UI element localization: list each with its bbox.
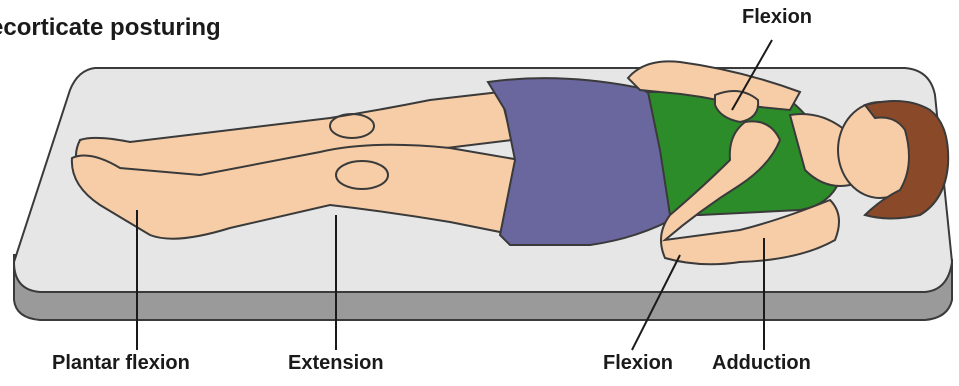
label-flexion-top: Flexion — [742, 6, 812, 29]
label-plantar-flexion: Plantar flexion — [52, 352, 190, 375]
label-adduction: Adduction — [712, 352, 811, 375]
label-flexion-bottom: Flexion — [603, 352, 673, 375]
label-extension: Extension — [288, 352, 384, 375]
diagram-title: ecorticate posturing — [0, 14, 221, 42]
